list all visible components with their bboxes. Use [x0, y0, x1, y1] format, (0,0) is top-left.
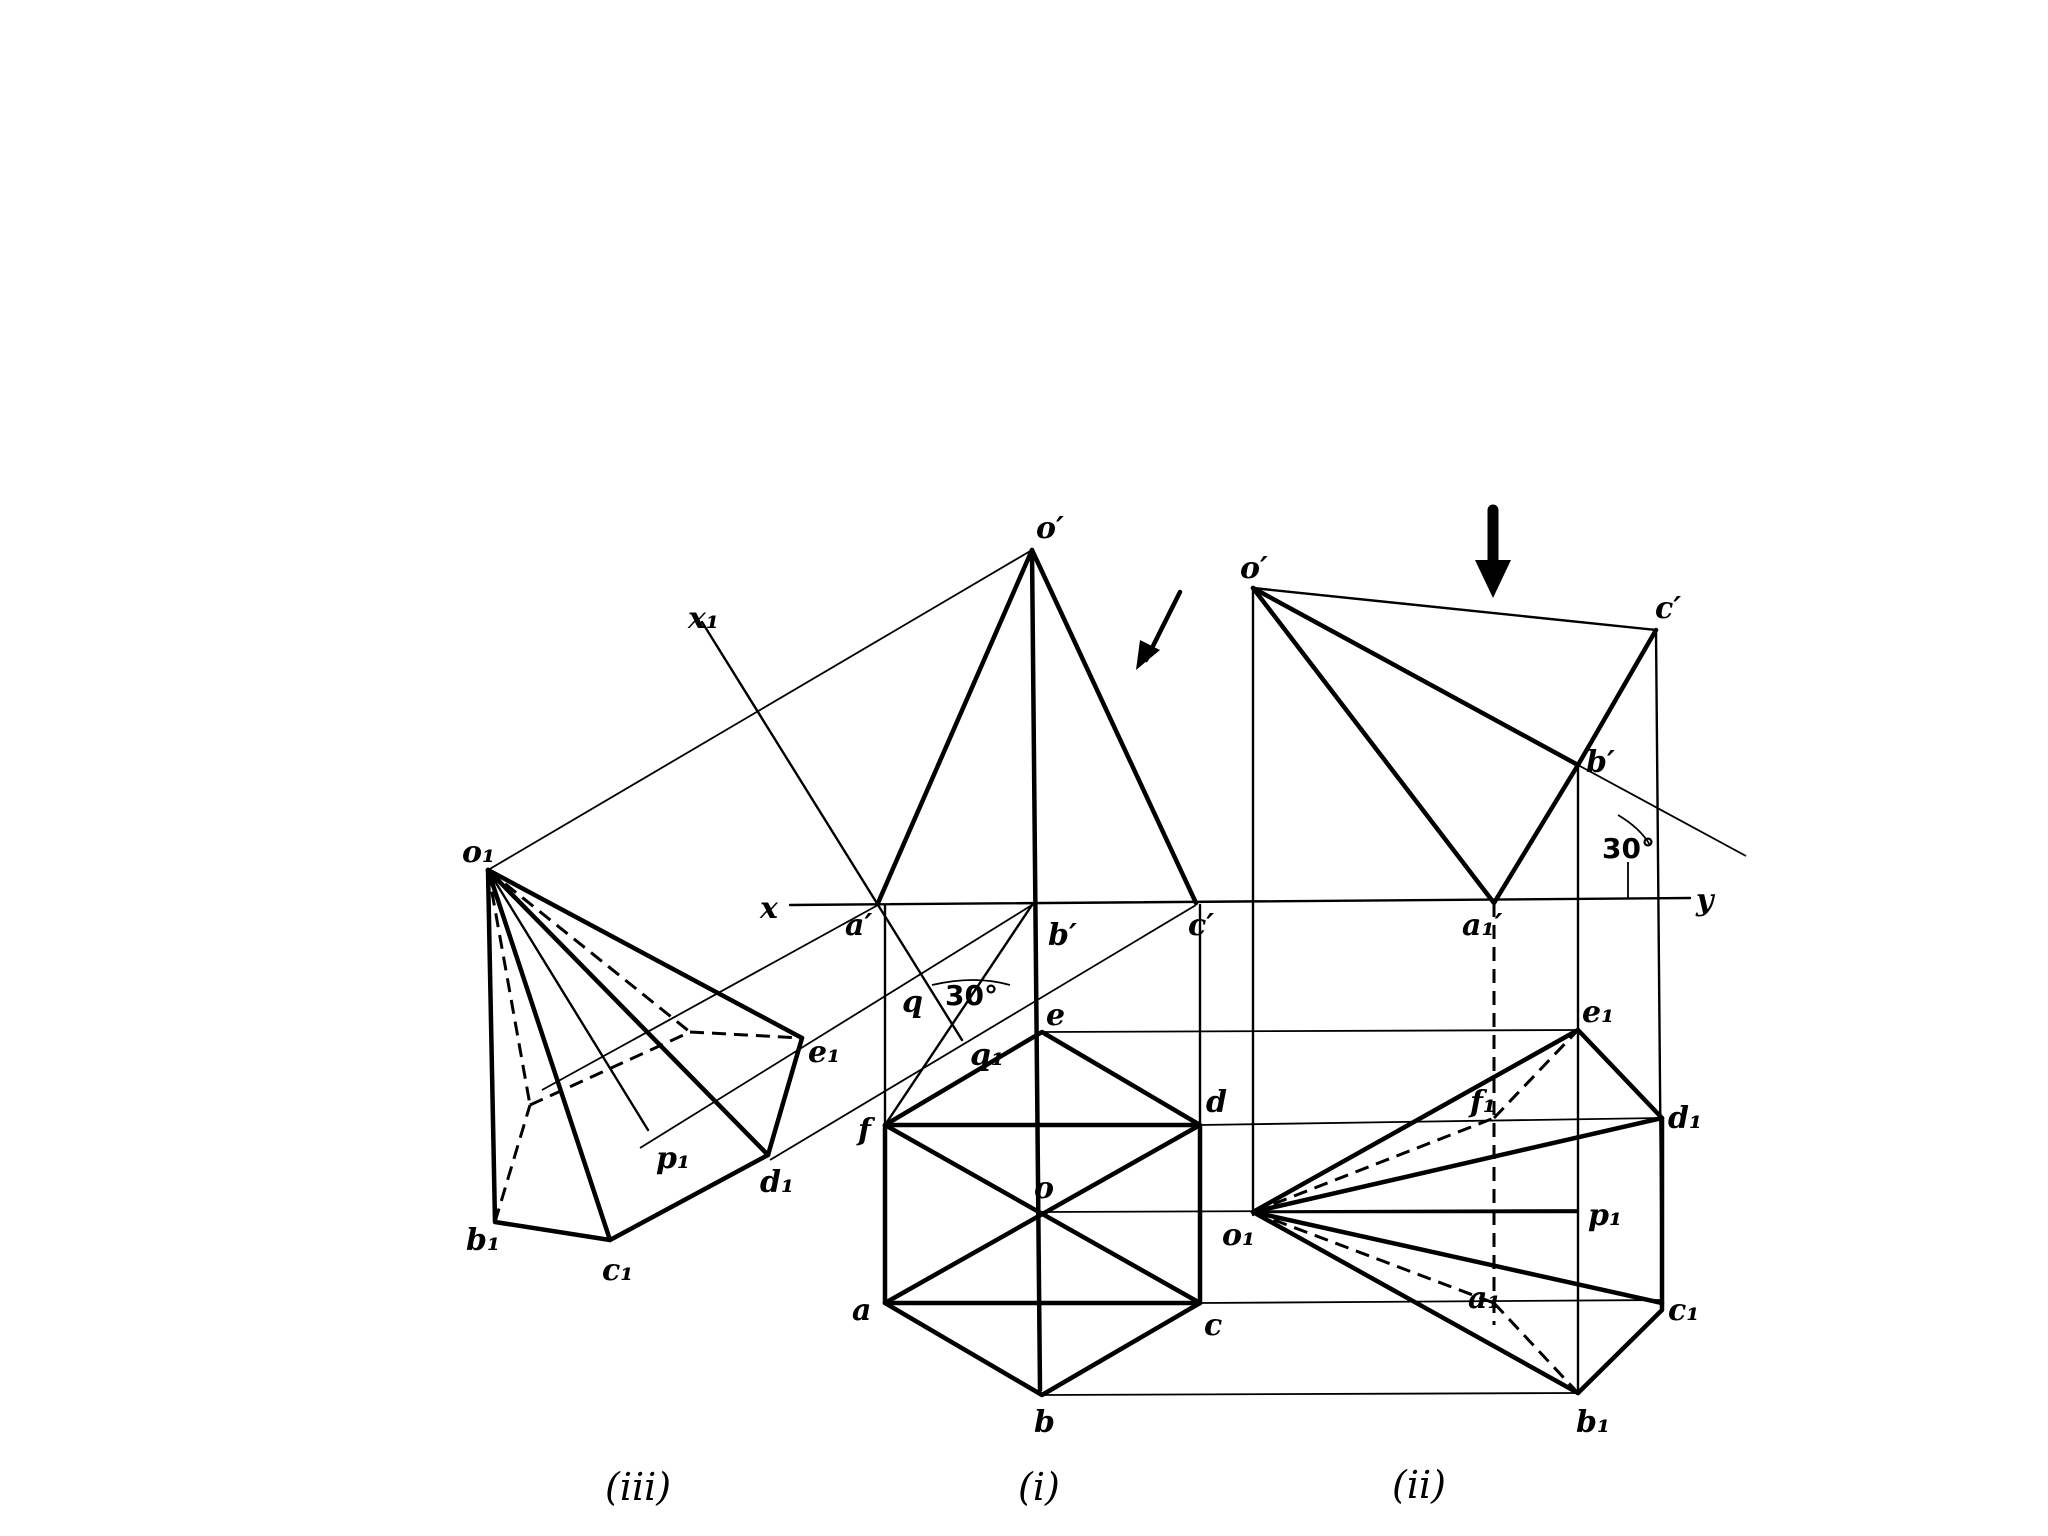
- label-f1-ii: f₁: [1468, 1085, 1496, 1120]
- base-outline-iii: [485, 867, 805, 1243]
- label-b1-ii: b₁: [1576, 1405, 1610, 1440]
- angle-arc-ii: [1617, 814, 1651, 846]
- hidden-edge-2-iii: [487, 868, 691, 1034]
- projector-b: [639, 904, 1033, 1149]
- view-ii: o′ c′ b′ 30° a₁′ y e₁ f₁ d₁ p₁ o₁ a₁ c₁ …: [1041, 504, 1747, 1507]
- label-a: a: [852, 1293, 871, 1328]
- label-x: x: [759, 891, 779, 926]
- angle-label-i: 30°: [945, 979, 998, 1012]
- label-b: b: [1034, 1405, 1055, 1440]
- label-b-prime-ii: b′: [1586, 745, 1615, 780]
- label-d1-iii: d₁: [760, 1165, 794, 1200]
- projector-a: [541, 904, 879, 1091]
- edge-o1-e1-iii: [485, 867, 805, 1041]
- xy-reference-line: [788, 896, 1692, 907]
- angle-arc-i: [931, 979, 1011, 986]
- label-o1-iii: o₁: [462, 835, 495, 870]
- label-e: e: [1046, 998, 1065, 1033]
- caption-view-i: (i): [1018, 1465, 1060, 1509]
- hidden-f1-e1: [1492, 1028, 1580, 1120]
- hexagon-plan-ii-outline: [1575, 1027, 1665, 1396]
- edge-o-b-ii: [1250, 585, 1581, 768]
- label-o-prime-ii: o′: [1240, 551, 1268, 586]
- view-i: o′ x x₁ a′ b′ c′ q 30° q₁ e d f o a c b …: [487, 511, 1692, 1509]
- proj-d: [1199, 1117, 1663, 1126]
- hidden-base-1-iii: [493, 1104, 532, 1223]
- arrow-head-i: [1136, 640, 1160, 670]
- view-iii: o₁ e₁ p₁ d₁ b₁ c₁ (iii): [462, 835, 840, 1509]
- arrow-head-ii: [1475, 560, 1511, 598]
- projector-o1: [487, 549, 1033, 871]
- label-q1: q₁: [970, 1038, 1004, 1073]
- label-a1-ii: a₁: [1468, 1281, 1501, 1316]
- top-edge-ii: [1251, 586, 1658, 632]
- edge-o1-b1: [1250, 1209, 1581, 1396]
- label-d: d: [1206, 1085, 1227, 1120]
- proj-b: [1041, 1392, 1579, 1396]
- label-p1-iii: p₁: [656, 1141, 690, 1176]
- caption-view-iii: (iii): [605, 1465, 671, 1509]
- diag-d-a: [882, 1122, 1203, 1306]
- label-d1-ii: d₁: [1668, 1101, 1702, 1136]
- elevation-axis-i: [1029, 547, 1043, 1393]
- line-o1-p1-iii: [486, 868, 650, 1132]
- edge-o1-e1: [1250, 1027, 1581, 1215]
- proj-c: [1199, 1299, 1663, 1304]
- elevation-outline-ii: [1250, 585, 1659, 906]
- label-b1-iii: b₁: [466, 1223, 500, 1258]
- x1-auxiliary-line: [700, 620, 964, 1042]
- label-c-prime-ii: c′: [1655, 591, 1681, 626]
- label-b-prime: b′: [1048, 918, 1077, 953]
- label-f: f: [856, 1113, 876, 1148]
- label-c: c: [1204, 1308, 1222, 1343]
- line-f-b: [883, 903, 1034, 1127]
- label-c1-iii: c₁: [602, 1253, 633, 1288]
- angle-label-ii: 30°: [1602, 832, 1655, 865]
- label-c-prime: c′: [1188, 908, 1214, 943]
- proj-e: [1041, 1029, 1579, 1033]
- projector-c: [769, 904, 1197, 1161]
- label-p1-ii: p₁: [1588, 1198, 1622, 1233]
- label-e1-iii: e₁: [808, 1035, 840, 1070]
- edge-o1-c1: [1250, 1209, 1665, 1306]
- hidden-base-3-iii: [689, 1030, 803, 1040]
- label-y: y: [1695, 883, 1716, 918]
- label-x1: x₁: [687, 601, 719, 636]
- caption-view-ii: (ii): [1392, 1463, 1446, 1507]
- edge-o1-d1: [1250, 1115, 1665, 1215]
- label-c1-ii: c₁: [1668, 1293, 1699, 1328]
- hidden-a1-b1: [1492, 1301, 1580, 1395]
- label-o1-ii: o₁: [1222, 1218, 1255, 1253]
- label-a1-prime-ii: a₁′: [1462, 908, 1503, 943]
- inclined-line-ii: [1577, 764, 1747, 857]
- edge-o1-d1-iii: [485, 867, 771, 1158]
- label-o: o: [1034, 1171, 1054, 1206]
- label-q: q: [902, 985, 923, 1020]
- label-a-prime: a′: [845, 908, 872, 943]
- label-e1-ii: e₁: [1582, 995, 1614, 1030]
- edge-o1-c1-iii: [485, 867, 613, 1243]
- hidden-base-2-iii: [529, 1030, 691, 1107]
- hidden-edge-1-iii: [486, 869, 532, 1106]
- label-o-prime: o′: [1036, 511, 1064, 546]
